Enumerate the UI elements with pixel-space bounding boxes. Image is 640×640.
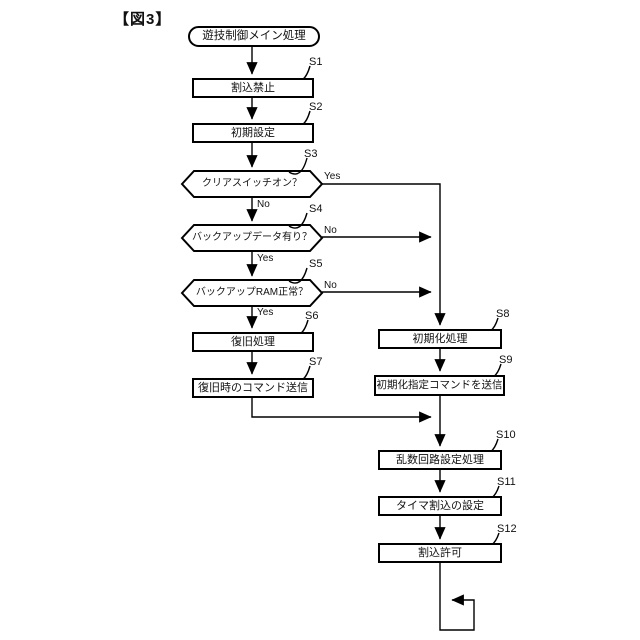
step-label-s4: S4: [309, 203, 323, 215]
decision-label-s3: クリアスイッチオン？: [202, 178, 302, 189]
step-label-s6: S6: [305, 310, 319, 322]
branch-label-s3-no: No: [257, 199, 270, 210]
branch-label-s4-no: No: [324, 225, 337, 236]
edge-s3-yes-s8: [322, 183, 446, 326]
process-box-s6: 復旧処理: [192, 332, 314, 352]
step-label-s7: S7: [309, 356, 323, 368]
decision-hex-s4: [180, 224, 324, 252]
branch-label-s3-yes: Yes: [324, 171, 341, 182]
step-label-s1: S1: [309, 56, 323, 68]
decision-label-s4: バックアップデータ有り？: [192, 232, 312, 243]
decision-label-s5: バックアップRAM正常？: [195, 287, 309, 298]
figure-label: 【図3】: [114, 11, 172, 28]
process-box-s1: 割込禁止: [192, 78, 314, 98]
step-label-s5: S5: [309, 258, 323, 270]
process-box-s12: 割込許可: [378, 543, 502, 563]
step-label-s9: S9: [499, 354, 513, 366]
process-box-s11: タイマ割込の設定: [378, 496, 502, 516]
branch-label-s5-no: No: [324, 280, 337, 291]
decision-hex-s3: [180, 170, 324, 198]
step-label-s8: S8: [496, 308, 510, 320]
start-terminal: 遊技制御メイン処理: [188, 26, 320, 47]
loop-back-connector: [439, 563, 475, 631]
step-label-s11: S11: [497, 476, 516, 488]
leader-s3: [288, 157, 308, 175]
branch-label-s5-yes: Yes: [257, 307, 274, 318]
edge-s7-merge: [251, 398, 432, 423]
process-box-s7: 復旧時のコマンド送信: [192, 378, 314, 398]
process-box-s2: 初期設定: [192, 123, 314, 143]
leader-s5: [288, 267, 308, 284]
step-label-s2: S2: [309, 101, 323, 113]
leader-s4: [288, 212, 308, 229]
process-box-s10: 乱数回路設定処理: [378, 450, 502, 470]
decision-hex-s5: [180, 279, 324, 307]
step-label-s10: S10: [496, 429, 516, 441]
branch-label-s4-yes: Yes: [257, 253, 274, 264]
step-label-s12: S12: [497, 523, 517, 535]
process-box-s9: 初期化指定コマンドを送信: [374, 375, 505, 396]
step-label-s3: S3: [304, 148, 318, 160]
process-box-s8: 初期化処理: [378, 329, 502, 349]
